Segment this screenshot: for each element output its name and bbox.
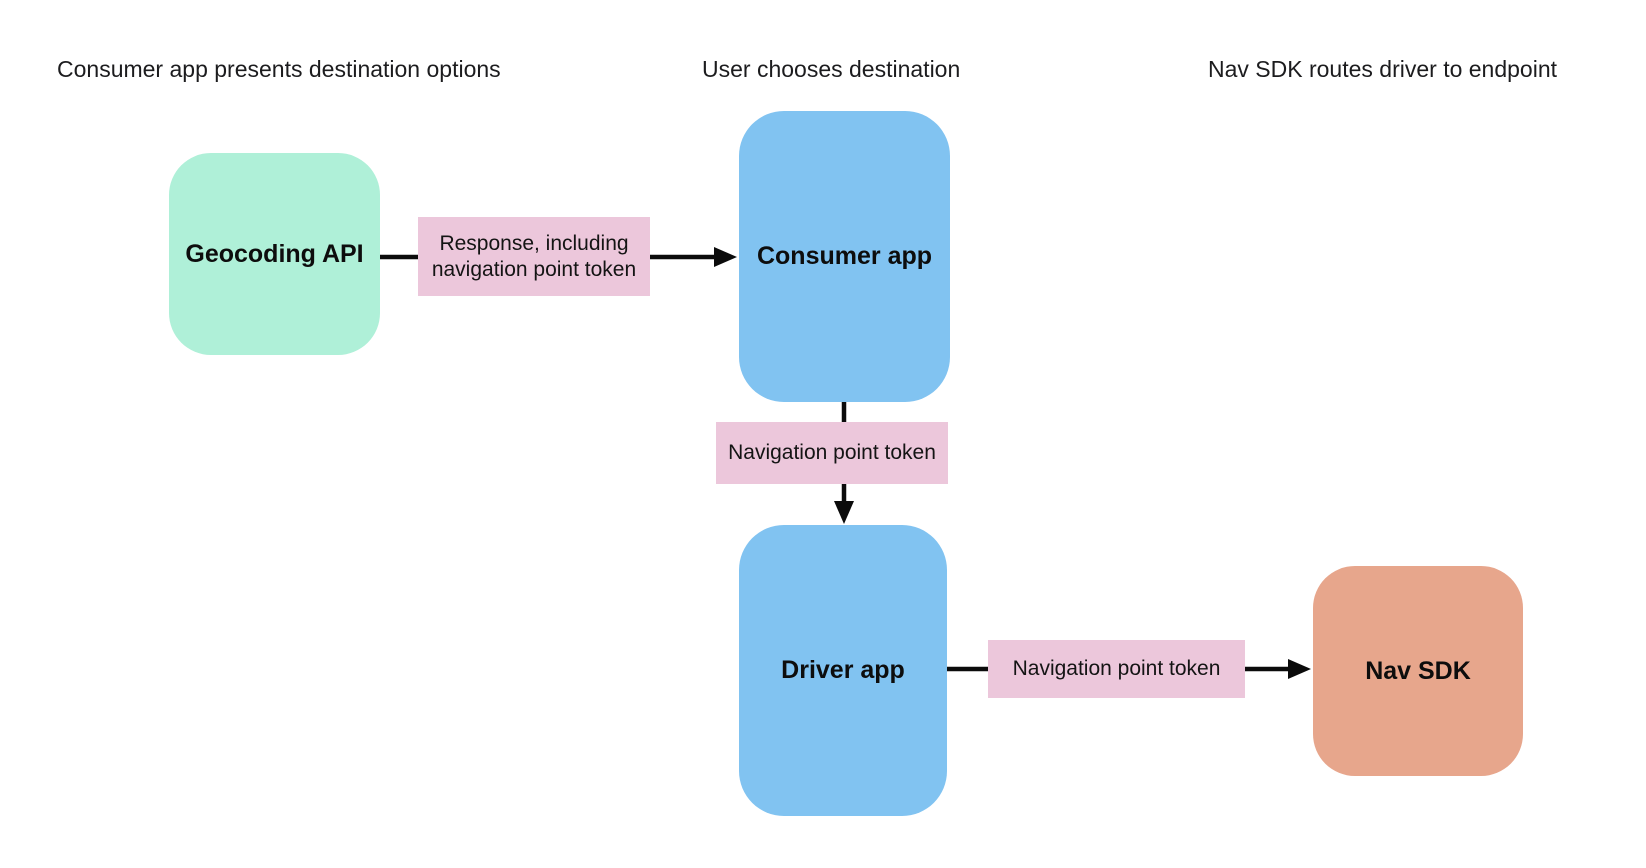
phase-header-user-chooses: User chooses destination: [702, 56, 961, 82]
phase-header-navsdk-routes: Nav SDK routes driver to endpoint: [1208, 56, 1558, 82]
node-geocoding-api: Geocoding API: [169, 153, 380, 355]
node-consumer-app: Consumer app: [739, 111, 950, 402]
edge-label-navigation-point-token-1: Navigation point token: [716, 422, 948, 484]
node-nav-sdk: Nav SDK: [1313, 566, 1523, 776]
edge-label-navigation-point-token-2: Navigation point token: [988, 640, 1245, 698]
node-driver-app: Driver app: [739, 525, 947, 816]
phase-header-consumer-presents: Consumer app presents destination option…: [57, 56, 501, 82]
edge-label-response-including-token: Response, including navigation point tok…: [418, 217, 650, 296]
